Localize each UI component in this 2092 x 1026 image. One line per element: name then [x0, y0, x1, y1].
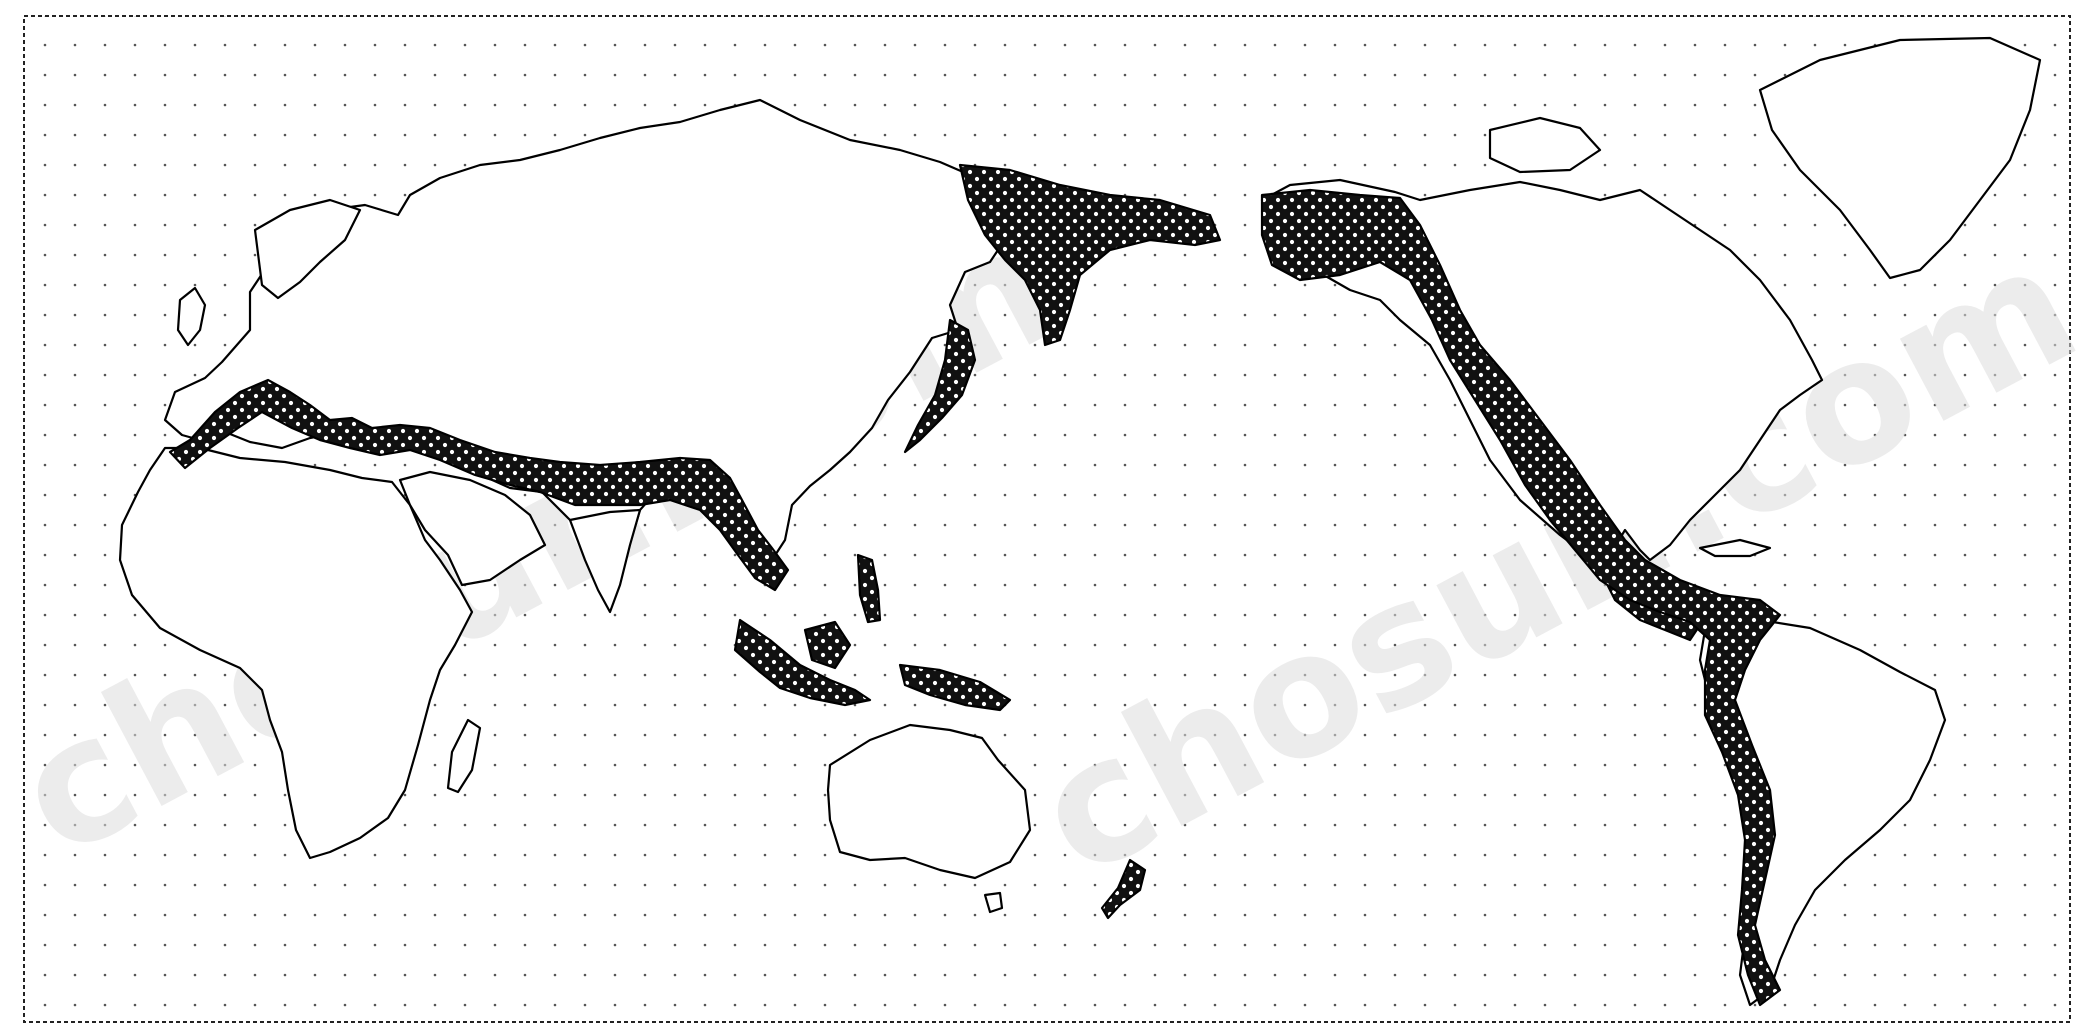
- landmass-africa: [118, 446, 474, 860]
- landmass-india: [568, 508, 642, 614]
- belt-circum-pacific-asia: [958, 163, 1222, 347]
- landmass-borneo: [803, 620, 852, 670]
- landmass-arabia: [398, 470, 547, 587]
- belt-circum-pacific-americas: [1260, 188, 1782, 1007]
- landmass-scandinavia: [253, 198, 362, 300]
- landmass-philippines: [856, 553, 882, 624]
- landmass-indonesia: [733, 618, 872, 707]
- landmass-canadian-islands: [1488, 116, 1602, 174]
- landmass-australia: [826, 723, 1032, 880]
- landmass-tasmania: [983, 891, 1004, 914]
- landmass-madagascar: [446, 718, 482, 794]
- landmass-new-zealand: [1100, 858, 1147, 920]
- landmass-japan: [903, 318, 977, 454]
- belt-alpine-himalayan: [168, 378, 790, 592]
- landmass-britain: [176, 286, 207, 347]
- landmass-caribbean: [1698, 538, 1772, 558]
- landmass-new-guinea: [898, 663, 1012, 712]
- map-frame: [23, 15, 2071, 1023]
- landmass-north-america: [1260, 178, 1824, 572]
- landmass-greenland: [1758, 36, 2042, 280]
